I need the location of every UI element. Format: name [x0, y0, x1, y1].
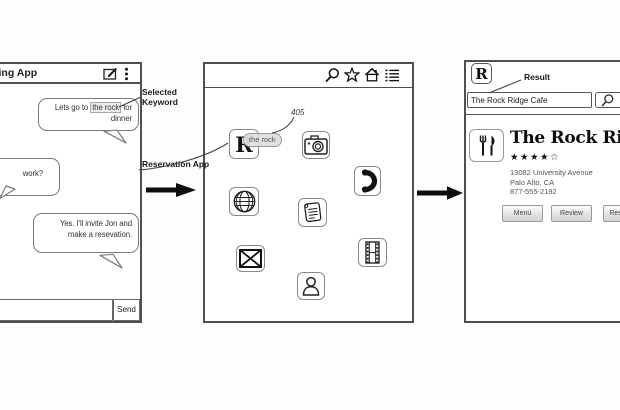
app-icon-mail[interactable] — [236, 245, 265, 272]
reservation-app-badge: R — [471, 63, 492, 84]
keyword-highlight[interactable]: the rock — [90, 102, 122, 113]
messaging-phone: Messaging App Lets go to the rock for di… — [0, 62, 142, 323]
result-phone: R The Rock Ridge Cafe ★★★★☆ 13082 Univer… — [464, 60, 620, 323]
app-icon-phone[interactable] — [354, 166, 381, 196]
overflow-menu-icon[interactable] — [124, 67, 129, 87]
result-separator — [466, 114, 620, 115]
send-button[interactable]: Send — [113, 299, 140, 321]
home-icon[interactable] — [364, 67, 380, 88]
annotation-selected-keyword: Selected Keyword — [142, 87, 178, 107]
compose-icon[interactable] — [103, 66, 118, 86]
fork-knife-icon — [479, 135, 494, 156]
flow-arrow-2 — [417, 186, 463, 200]
app-icon-contacts[interactable] — [297, 272, 325, 300]
address-line2: Palo Alto, CA — [510, 177, 555, 187]
chat-bubble-outgoing-1: Lets go to the rock for dinner — [38, 98, 139, 131]
app-icon-notes[interactable] — [298, 198, 327, 227]
app-icon-video[interactable] — [358, 238, 387, 267]
search-icon[interactable] — [324, 67, 340, 88]
restaurant-phone: 877-555-2192 — [510, 187, 557, 196]
result-search-input[interactable] — [467, 92, 592, 108]
address-line1: 13082 University Avenue — [510, 168, 593, 177]
menu-button[interactable]: Menu — [502, 205, 543, 222]
app-icon-browser[interactable] — [229, 187, 259, 216]
search-submit-button[interactable] — [595, 92, 620, 108]
restaurant-address: 13082 University Avenue Palo Alto, CA 87… — [510, 168, 593, 197]
review-button[interactable]: Review — [551, 205, 592, 222]
message-input[interactable] — [0, 299, 113, 321]
app-icon-camera[interactable] — [302, 131, 330, 159]
star-icon[interactable] — [343, 66, 361, 88]
dragged-keyword-tag[interactable]: the rock — [243, 133, 282, 147]
chat-bubble-outgoing-2: Yes. I'll invite Jon and make a resevati… — [33, 213, 139, 253]
figure-ref-405: 405 — [291, 108, 305, 117]
messaging-app-title: Messaging App — [0, 67, 38, 79]
restaurant-icon-box — [469, 129, 504, 162]
bubble1-text-before: Lets go to — [54, 103, 91, 112]
annotation-result: Result — [524, 72, 550, 82]
list-icon[interactable] — [384, 67, 400, 88]
message-composer: Send — [0, 299, 140, 321]
messaging-titlebar: Messaging App — [0, 64, 140, 84]
annotation-reservation-app: Reservation App — [142, 159, 210, 169]
result-app-letter: R — [475, 64, 488, 83]
apps-topbar — [205, 64, 412, 88]
chat-bubble-incoming: work? — [0, 158, 60, 196]
bubble2-text: work? — [22, 169, 43, 178]
magnifier-icon — [601, 93, 614, 107]
apps-phone: 405 R — [203, 62, 414, 323]
restaurant-name: The Rock Ridge Cafe — [510, 128, 620, 148]
rating-stars: ★★★★☆ — [510, 152, 561, 163]
flow-arrow-1 — [146, 183, 196, 197]
bubble3-text: Yes. I'll invite Jon and make a resevati… — [59, 219, 132, 239]
reservation-button[interactable]: Reservation — [603, 205, 620, 222]
